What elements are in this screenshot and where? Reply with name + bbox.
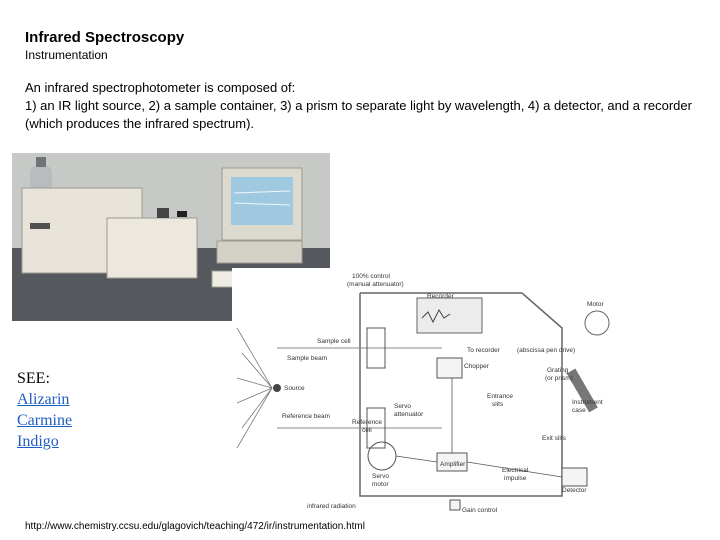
label-cell: cell <box>362 427 372 434</box>
label-to-recorder: To recorder <box>467 347 501 354</box>
label-electrical: Electrical <box>502 467 529 474</box>
label-impulse: impulse <box>504 475 527 482</box>
instrumentation-diagram: 100% control (manual attenuator) Recorde… <box>232 268 620 520</box>
label-source: Source <box>284 385 305 392</box>
source-url: http://www.chemistry.ccsu.edu/glagovich/… <box>25 521 365 532</box>
label-control: 100% control <box>352 273 390 280</box>
intro-text: An infrared spectrophotometer is compose… <box>25 80 296 95</box>
page-subtitle: Instrumentation <box>25 48 108 62</box>
label-motor2: motor <box>372 481 389 488</box>
label-reference-beam: Reference beam <box>282 413 330 420</box>
link-alizarin[interactable]: Alizarin <box>17 391 70 408</box>
spectrophotometer-photo <box>12 153 330 321</box>
label-manual: (manual attenuator) <box>347 281 404 288</box>
label-recorder: Recorder <box>427 293 455 300</box>
label-detector: Detector <box>562 487 587 494</box>
link-carmine[interactable]: Carmine <box>17 412 73 429</box>
label-gain-control: Gain control <box>462 507 498 514</box>
label-reference: Reference <box>352 419 382 426</box>
label-attenuator: attenuator <box>394 411 424 418</box>
label-prism: (or prism) <box>545 375 573 382</box>
label-sample-cell: Sample cell <box>317 338 351 345</box>
description-text: 1) an IR light source, 2) a sample conta… <box>25 98 692 131</box>
label-amplifier: Amplifier <box>440 461 466 468</box>
label-sample-beam: Sample beam <box>287 355 327 362</box>
label-entrance: Entrance <box>487 393 513 400</box>
label-motor: Motor <box>587 301 604 308</box>
label-servo: Servo <box>394 403 411 410</box>
label-case: case <box>572 407 586 414</box>
label-chopper: Chopper <box>464 363 490 370</box>
label-infrared-radiation: infrared radiation <box>307 503 356 510</box>
label-slits: slits <box>492 401 504 408</box>
label-grating: Grating <box>547 367 569 374</box>
label-instrument: Instrument <box>572 399 603 406</box>
page-title: Infrared Spectroscopy <box>25 29 185 46</box>
label-exit-slits: Exit slits <box>542 435 567 442</box>
see-label: SEE: <box>17 370 50 387</box>
see-also-box: SEE: Alizarin Carmine Indigo <box>17 368 72 452</box>
link-indigo[interactable]: Indigo <box>17 433 59 450</box>
label-servo2: Servo <box>372 473 389 480</box>
label-abscissa: (abscissa pen drive) <box>517 347 575 354</box>
